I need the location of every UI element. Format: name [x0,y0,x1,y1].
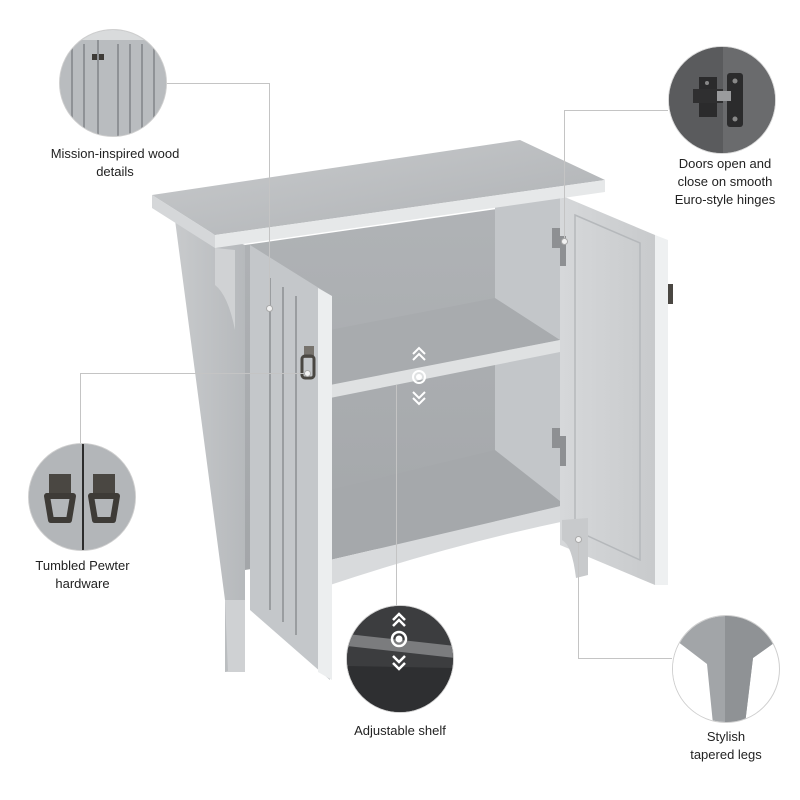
right-door-pull [668,284,673,304]
caption-line: Adjustable shelf [354,723,446,738]
legs-inset [672,615,780,723]
connector-dot [304,370,311,377]
connector-hardware-v [80,373,81,443]
caption-line: Mission-inspired wood [50,146,180,161]
cabinet-left-side [175,220,245,672]
connector-hinges [564,110,668,111]
caption-line: Tumbled Pewter [35,558,130,573]
caption-shelf: Adjustable shelf [330,722,470,740]
shelf-adjust-arrows [412,346,426,406]
connector-dot [561,238,568,245]
caption-hardware: Tumbled Pewter hardware [10,557,155,593]
right-door [560,195,655,585]
pewter-pull-icon [29,444,135,550]
caption-line: details [96,164,134,179]
caption-line: close on smooth [677,174,773,189]
left-door-pull [300,346,316,380]
euro-hinge-icon [669,47,775,153]
caption-legs: Stylish tapered legs [666,728,786,764]
connector-legs-v [578,540,579,658]
mission-door-detail-icon [60,30,166,136]
caption-line: hardware [55,576,110,591]
connector-legs [578,658,672,659]
connector-dot [575,536,582,543]
shelf [330,298,560,385]
hinge-bottom [552,428,566,466]
right-leg [562,518,588,578]
hinge-top [552,228,566,266]
caption-line: tapered legs [690,747,762,762]
connector-wood-details [165,83,270,84]
shelf-inset [346,605,454,713]
caption-line: Stylish [706,729,746,744]
tapered-leg-icon [673,616,779,722]
connector-hardware [80,373,308,374]
caption-wood-details: Mission-inspired wood details [20,145,210,181]
caption-hinges: Doors open and close on smooth Euro-styl… [655,155,795,209]
caption-line: Doors open and [678,156,772,171]
connector-wood-details-v [269,83,270,309]
connector-shelf [396,385,397,607]
hardware-inset [28,443,136,551]
cabinet-top [152,140,605,235]
caption-line: Euro-style hinges [674,192,776,207]
wood-details-inset [59,29,167,137]
hinges-inset [668,46,776,154]
connector-hinges-v [564,110,565,240]
connector-dot [266,305,273,312]
adjustable-shelf-icon [347,606,453,712]
